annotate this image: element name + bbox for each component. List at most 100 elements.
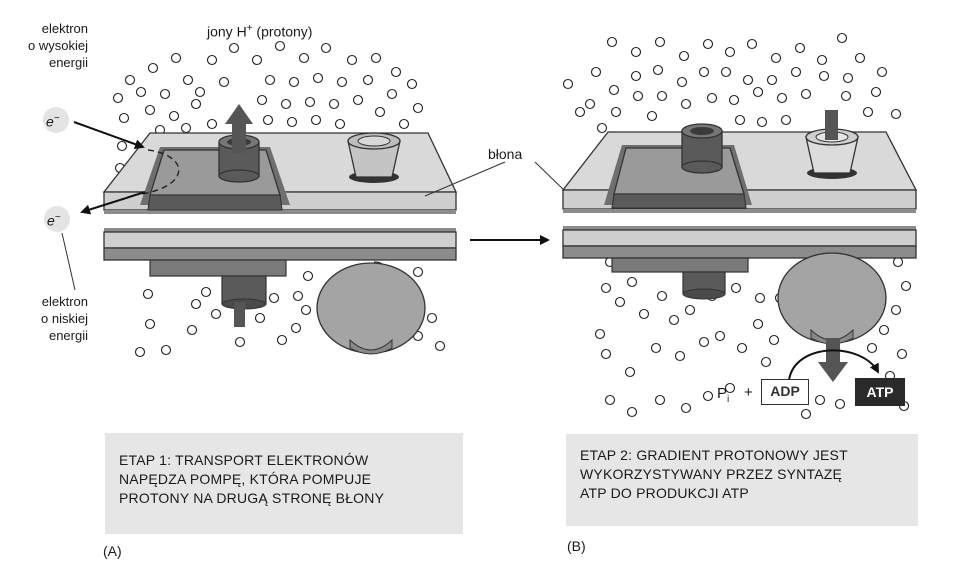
proton-circle <box>610 106 622 118</box>
proton-circle <box>702 390 714 402</box>
proton-circle <box>630 46 642 58</box>
proton-circle <box>866 342 878 354</box>
proton-circle <box>840 90 852 102</box>
proton-circle <box>878 324 890 336</box>
proton-circle <box>334 118 346 130</box>
stage2-caption-line-2: WYKORZYSTYWANY PRZEZ SYNTAZĘ <box>580 466 843 482</box>
proton-circle <box>632 90 644 102</box>
proton-circle <box>766 74 778 86</box>
atp-synthase-b <box>777 110 887 382</box>
proton-circle <box>298 52 310 64</box>
proton-circle <box>862 106 874 118</box>
plus-sign: + <box>744 384 753 401</box>
proton-circle <box>218 76 230 88</box>
proton-circle <box>890 108 902 120</box>
proton-circle <box>624 366 636 378</box>
proton-circle <box>254 312 266 324</box>
proton-circle <box>426 312 438 324</box>
atp-box: ATP <box>855 378 905 406</box>
high-energy-line-3: energii <box>48 55 88 70</box>
proton-circle <box>116 140 128 152</box>
proton-circle <box>876 66 888 78</box>
atp-synthase-a <box>316 132 426 355</box>
pi-sub: i <box>727 394 730 405</box>
electron-path-a <box>43 107 146 291</box>
proton-circle <box>770 52 782 64</box>
panel-b-text: (B) <box>567 538 586 554</box>
proton-circle <box>606 36 618 48</box>
stage2-caption-line-3: ATP DO PRODUKCJI ATP <box>580 485 749 501</box>
proton-circle <box>680 98 692 110</box>
proton-circle <box>194 86 206 98</box>
proton-circle <box>638 308 650 320</box>
adp-box: ADP <box>761 379 809 405</box>
proton-circle <box>652 64 664 76</box>
proton-circle <box>180 122 192 134</box>
proton-circle <box>135 86 147 98</box>
proton-circle <box>288 76 300 88</box>
proton-circle <box>370 52 382 64</box>
proton-circle <box>742 74 754 86</box>
proton-circle <box>900 280 912 292</box>
membrane-label: błona <box>488 146 522 163</box>
high-energy-electron-label: elektron o wysokiej energii <box>0 20 88 71</box>
proton-pump-arrow <box>225 104 253 327</box>
panel-a-label: (A) <box>103 543 122 560</box>
proton-circle <box>210 308 222 320</box>
proton-circle <box>234 336 246 348</box>
proton-circle <box>600 282 612 294</box>
proton-circle <box>310 114 322 126</box>
proton-circle <box>320 42 332 54</box>
proton-circle <box>398 118 410 130</box>
proton-circle <box>290 322 302 334</box>
electron-symbol-low: e <box>47 212 55 229</box>
membrane-text: błona <box>488 146 523 162</box>
proton-circle <box>836 32 848 44</box>
electron-low-symbol: e− <box>47 209 61 230</box>
proton-circle <box>352 94 364 106</box>
proton-circle <box>304 96 316 108</box>
proton-circle <box>656 290 668 302</box>
proton-circle <box>118 112 130 124</box>
proton-circle <box>892 256 904 268</box>
proton-circle <box>228 42 240 54</box>
proton-circle <box>780 114 792 126</box>
proton-circle <box>170 52 182 64</box>
proton-circle <box>650 342 662 354</box>
proton-circle <box>276 334 288 346</box>
proton-circle <box>190 298 202 310</box>
proton-circle <box>159 88 171 100</box>
proton-circle <box>720 66 732 78</box>
proton-circle <box>630 70 642 82</box>
stage2-caption: ETAP 2: GRADIENT PROTONOWY JEST WYKORZYS… <box>566 434 918 526</box>
electron-charge-low: − <box>54 212 61 223</box>
adp-to-atp-arrow <box>788 349 879 381</box>
stage1-caption-line-3: PROTONY NA DRUGĄ STRONĘ BŁONY <box>119 490 385 506</box>
proton-circle <box>816 54 828 66</box>
membrane-pointer-line-b <box>534 161 567 193</box>
proton-circle <box>412 266 424 278</box>
proton-circle <box>752 318 764 330</box>
proton-circle <box>182 74 194 86</box>
proton-circle <box>200 286 212 298</box>
proton-circle <box>800 408 812 420</box>
proton-circle <box>760 356 772 368</box>
pi-main: P <box>717 385 728 402</box>
proton-circle <box>346 54 358 66</box>
stage2-caption-line-1: ETAP 2: GRADIENT PROTONOWY JEST <box>580 447 848 463</box>
proton-circle <box>256 94 268 106</box>
high-energy-line-1: elektron <box>41 21 88 36</box>
electron-charge-high: − <box>53 113 60 124</box>
proton-circle <box>668 314 680 326</box>
proton-circle <box>160 344 172 356</box>
proton-circle <box>262 114 274 126</box>
proton-circle <box>790 66 802 78</box>
proton-circle <box>386 88 398 100</box>
panel-b-label: (B) <box>567 538 586 555</box>
proton-circle <box>302 270 314 282</box>
proton-circle <box>134 346 146 358</box>
proton-circle <box>562 78 574 90</box>
proton-circle <box>300 304 312 316</box>
proton-circle <box>680 402 692 414</box>
